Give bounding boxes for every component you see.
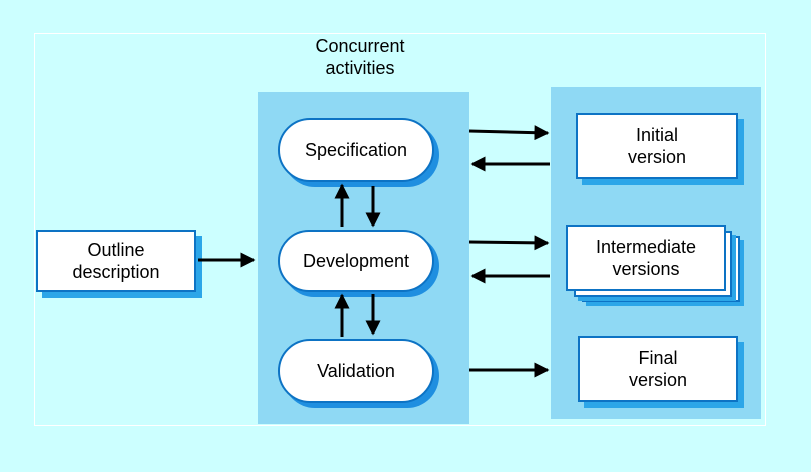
final-version-label: Final version xyxy=(628,348,688,390)
outline-description-label: Outline description xyxy=(72,240,160,282)
validation-node: Validation xyxy=(278,339,434,403)
arrow-spec-to-initial xyxy=(468,125,550,141)
intermediate-versions-box: Intermediate versions xyxy=(566,225,726,291)
group-title: Concurrent activities xyxy=(315,36,405,78)
intermediate-versions-label: Intermediate versions xyxy=(595,237,697,279)
development-node: Development xyxy=(278,230,434,292)
specification-label: Specification xyxy=(304,139,408,160)
initial-version-label: Initial version xyxy=(627,125,687,167)
specification-node: Specification xyxy=(278,118,434,182)
arrow-dev-to-intermediate xyxy=(468,235,550,251)
diagram-frame xyxy=(34,33,766,426)
initial-version-box: Initial version xyxy=(576,113,738,179)
validation-label: Validation xyxy=(317,360,395,381)
development-label: Development xyxy=(302,250,410,271)
final-version-box: Final version xyxy=(578,336,738,402)
outline-description-box: Outline description xyxy=(36,230,196,292)
